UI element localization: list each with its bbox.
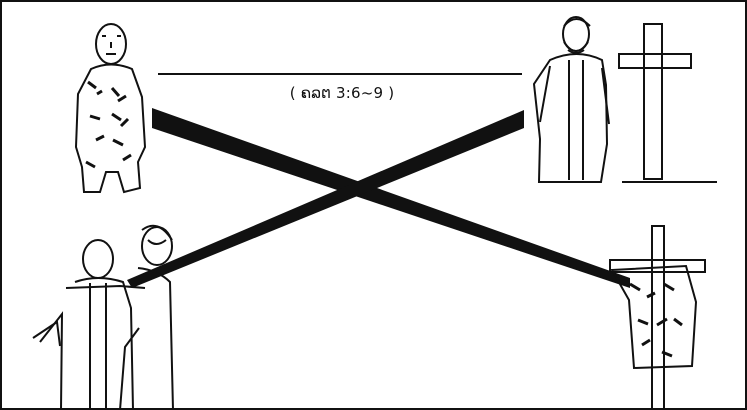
- two-men-embracing-icon: [32, 224, 174, 408]
- diagonal-thick-line-2: [127, 110, 524, 288]
- diagonal-thick-line-1: [152, 108, 630, 288]
- scripture-reference: ( ຄລຕ 3:6~9 ): [289, 84, 395, 102]
- cross-icon: [618, 23, 717, 183]
- ragged-robed-man-icon: [74, 23, 147, 194]
- bearded-man-in-robe-icon: [532, 16, 610, 183]
- robe-on-cross-icon: [609, 225, 706, 408]
